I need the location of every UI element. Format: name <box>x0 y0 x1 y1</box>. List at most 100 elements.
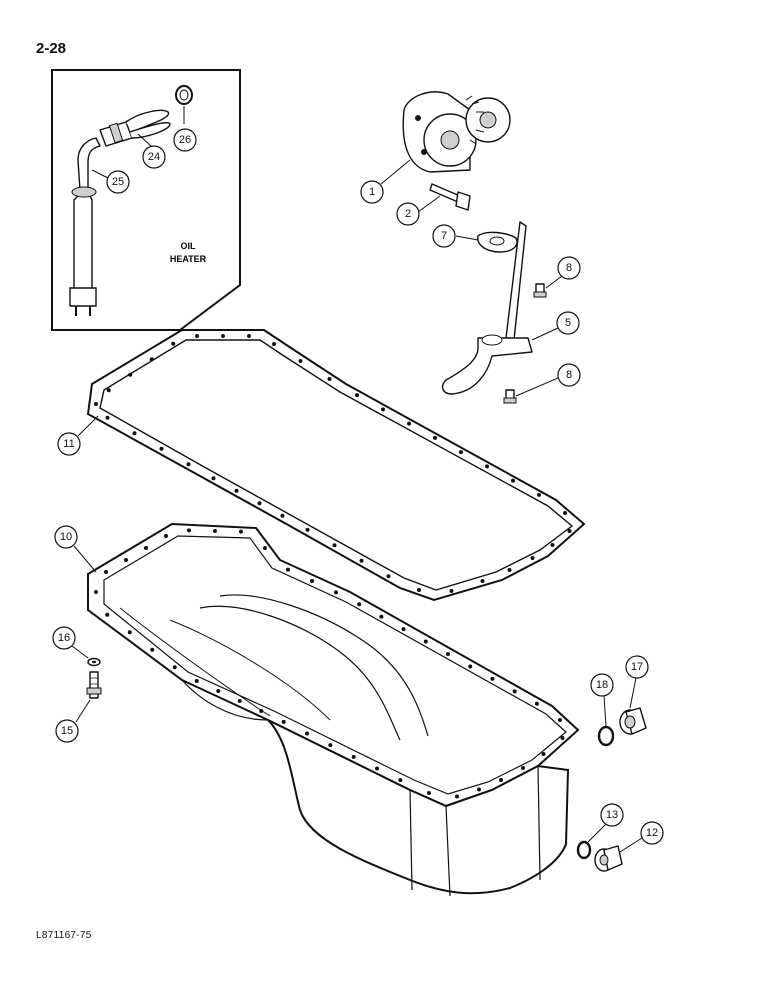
oil-pickup-tube-part <box>441 221 533 395</box>
svg-text:11: 11 <box>63 438 74 450</box>
pan-bolt-hole <box>305 731 309 736</box>
pan-bolt-hole <box>259 709 264 713</box>
gasket-bolt-hole <box>132 431 137 436</box>
gasket-bolt-hole <box>94 402 98 406</box>
pan-bolt-hole <box>239 529 243 534</box>
pan-bolt-hole <box>423 639 428 644</box>
gasket-bolt-hole <box>537 492 541 497</box>
pan-bolt-hole <box>427 791 431 795</box>
gasket-bolt-hole <box>332 543 337 548</box>
pan-bolt-hole <box>401 627 406 632</box>
callout-24: 24 <box>142 145 166 169</box>
washer-part <box>87 657 101 667</box>
pan-bolt-hole <box>490 676 495 681</box>
pan-bolt-hole <box>286 567 290 572</box>
gasket-bolt-hole <box>280 513 285 518</box>
pan-bolt-hole <box>357 602 362 607</box>
gasket-bolt-hole <box>359 558 364 563</box>
stud-bolt-part <box>86 671 102 699</box>
pan-bolt-hole <box>560 736 565 740</box>
svg-text:26: 26 <box>179 134 191 146</box>
gasket-bolt-hole <box>105 415 110 420</box>
gasket-bolt-hole <box>355 393 359 398</box>
gasket-bolt-hole <box>234 488 239 493</box>
heater-element-part <box>99 109 171 147</box>
pan-bolt-hole <box>468 664 473 669</box>
callout-2: 2 <box>396 202 420 226</box>
gasket-bolt-hole <box>159 446 164 451</box>
pan-bolt-hole <box>237 699 242 703</box>
o-ring-part <box>175 85 193 105</box>
gasket-bolt-hole <box>386 574 391 579</box>
gasket-part <box>477 231 518 253</box>
pan-bolt-hole <box>446 652 450 656</box>
gasket-bolt-hole <box>247 334 251 338</box>
callout-17: 17 <box>625 655 649 679</box>
gasket-bolt-hole <box>381 407 385 412</box>
svg-text:8: 8 <box>566 262 572 274</box>
gasket-bolt-hole <box>186 462 191 467</box>
svg-text:10: 10 <box>60 531 72 543</box>
gasket-bolt-hole <box>480 579 485 583</box>
plug-upper-part <box>619 707 647 735</box>
gasket-bolt-hole <box>407 421 411 426</box>
pan-bolt-hole <box>558 718 562 722</box>
callout-11: 11 <box>57 432 81 456</box>
page-number: 2-28 <box>36 40 67 57</box>
gasket-bolt-hole <box>298 359 303 363</box>
pan-bolt-hole <box>398 778 403 783</box>
gasket-bolt-hole <box>272 342 276 346</box>
gasket-bolt-hole <box>327 377 332 381</box>
gasket-bolt-hole <box>567 529 572 533</box>
oil-pan-gasket-part <box>86 329 586 602</box>
pan-bolt-hole <box>144 546 148 550</box>
pan-bolt-hole <box>477 787 481 792</box>
gasket-bolt-hole <box>195 334 199 338</box>
oil-heater-inset: OIL HEATER <box>51 69 241 331</box>
svg-text:17: 17 <box>631 661 643 673</box>
pan-bolt-hole <box>127 630 132 635</box>
gasket-bolt-hole <box>459 450 463 455</box>
svg-text:12: 12 <box>646 827 658 839</box>
pan-bolt-hole <box>379 614 384 619</box>
pan-bolt-hole <box>375 766 379 771</box>
svg-text:13: 13 <box>606 809 618 821</box>
pan-bolt-hole <box>150 647 155 652</box>
oil-pan-part <box>87 522 580 897</box>
pan-bolt-hole <box>164 534 168 538</box>
bolt-part <box>429 183 471 211</box>
pan-bolt-hole <box>172 665 177 670</box>
pan-bolt-hole <box>521 766 525 770</box>
callout-26: 26 <box>173 128 197 152</box>
gasket-bolt-hole <box>149 357 154 362</box>
gasket-bolt-hole <box>507 568 512 572</box>
gasket-bolt-hole <box>305 527 310 532</box>
gasket-bolt-hole <box>257 501 262 506</box>
pickup-bolt-upper-part <box>533 283 547 298</box>
callout-16: 16 <box>52 626 76 650</box>
drain-plug-part <box>594 845 623 872</box>
seal-ring-lower-part <box>576 840 592 860</box>
svg-text:16: 16 <box>58 632 70 644</box>
callout-12: 12 <box>640 821 664 845</box>
gasket-bolt-hole <box>221 334 225 338</box>
gasket-bolt-hole <box>433 435 437 440</box>
gasket-bolt-hole <box>417 588 421 592</box>
seal-ring-upper-part <box>597 725 615 747</box>
pan-bolt-hole <box>499 778 503 782</box>
gasket-bolt-hole <box>563 511 567 515</box>
pan-bolt-hole <box>512 689 517 694</box>
svg-text:25: 25 <box>112 176 124 188</box>
oil-heater-label-line1: OIL <box>181 241 197 251</box>
svg-text:15: 15 <box>61 725 73 737</box>
pan-bolt-hole <box>281 719 286 724</box>
svg-text:7: 7 <box>441 230 447 242</box>
gasket-bolt-hole <box>485 464 489 469</box>
gasket-bolt-hole <box>511 478 515 483</box>
pan-bolt-hole <box>105 612 110 617</box>
oil-heater-label-line2: HEATER <box>170 254 207 264</box>
cord-elbow-part <box>69 137 101 316</box>
pan-bolt-hole <box>194 679 199 683</box>
pan-bolt-hole <box>94 590 98 594</box>
